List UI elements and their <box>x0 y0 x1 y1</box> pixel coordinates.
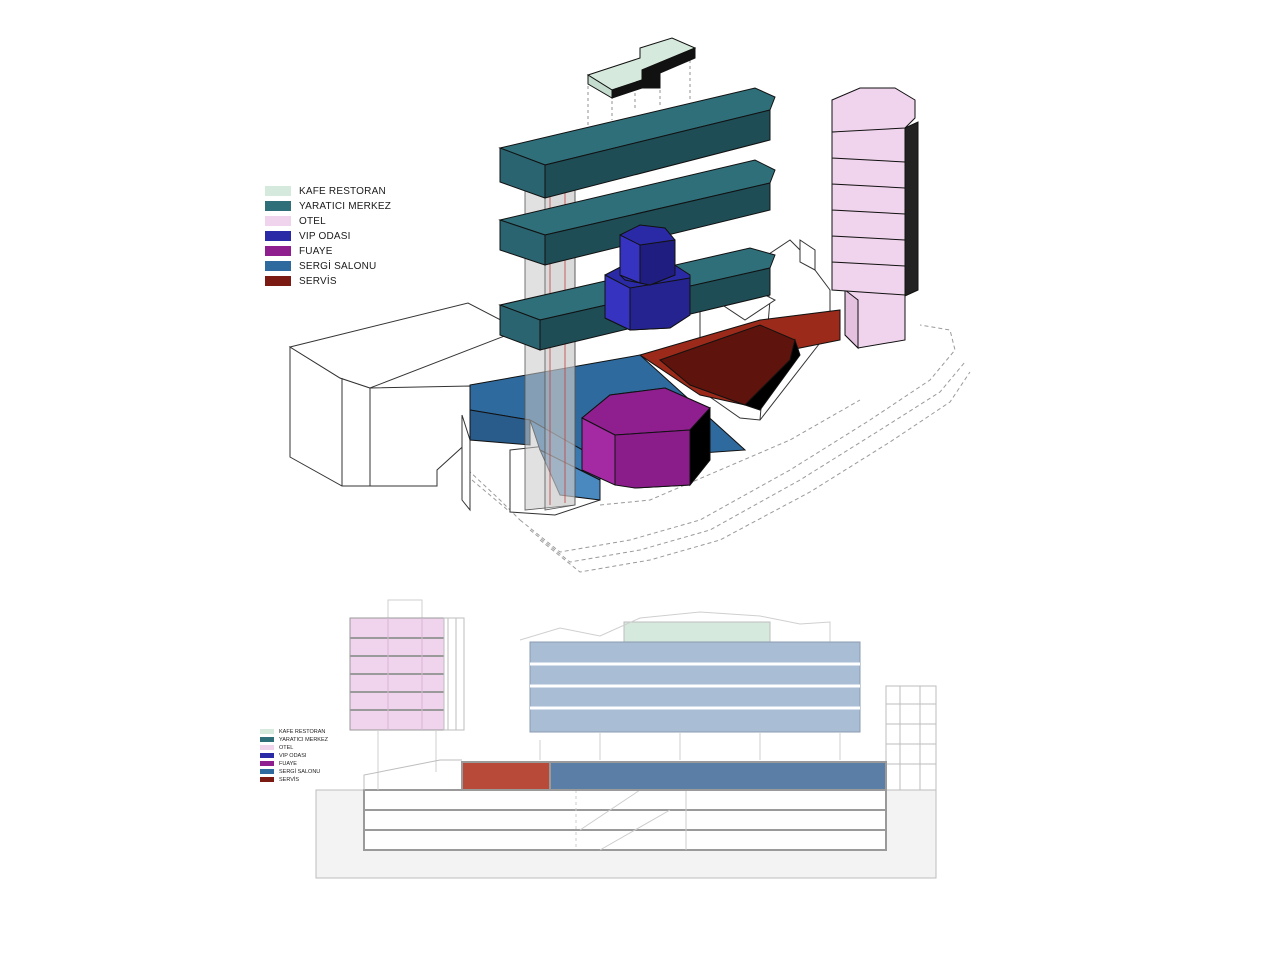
swatch-kafe-restoran <box>265 186 291 196</box>
swatch-bottom-sergi-salonu <box>260 769 274 774</box>
section-hotel <box>349 599 465 790</box>
legend-bottom-item-kafe-restoran: KAFE RESTORAN <box>260 728 325 735</box>
swatch-bottom-vip-odasi <box>260 753 274 758</box>
swatch-vip-odasi <box>265 231 291 241</box>
legend-bottom-label-fuaye: FUAYE <box>279 760 297 767</box>
legend-bottom-item-fuaye: FUAYE <box>260 760 297 767</box>
legend-bottom-label-servis: SERVİS <box>279 776 300 783</box>
section-right-building <box>885 685 937 791</box>
legend-bottom: KAFE RESTORAN YARATICI MERKEZ OTEL VIP O… <box>260 728 370 788</box>
section-ground <box>315 789 937 879</box>
legend-label-kafe-restoran: KAFE RESTORAN <box>299 185 386 197</box>
legend-item-vip-odasi: VIP ODASI <box>265 230 351 242</box>
legend-bottom-item-vip-odasi: VIP ODASI <box>260 752 306 759</box>
swatch-bottom-yaratici-merkez <box>260 737 274 742</box>
swatch-bottom-servis <box>260 777 274 782</box>
legend-bottom-item-sergi-salonu: SERGİ SALONU <box>260 768 320 775</box>
legend-item-sergi-salonu: SERGİ SALONU <box>265 260 376 272</box>
vip-room <box>604 224 691 331</box>
legend-label-vip-odasi: VIP ODASI <box>299 230 351 242</box>
section-creative-center <box>519 611 861 760</box>
legend-top: KAFE RESTORAN YARATICI MERKEZ OTEL VIP O… <box>265 185 425 295</box>
swatch-bottom-otel <box>260 745 274 750</box>
swatch-bottom-fuaye <box>260 761 274 766</box>
legend-item-yaratici-merkez: YARATICI MERKEZ <box>265 200 391 212</box>
legend-item-kafe-restoran: KAFE RESTORAN <box>265 185 386 197</box>
foyer <box>581 387 711 489</box>
legend-label-servis: SERVİS <box>299 275 337 287</box>
legend-label-sergi-salonu: SERGİ SALONU <box>299 260 377 272</box>
legend-label-fuaye: FUAYE <box>299 245 333 257</box>
legend-item-fuaye: FUAYE <box>265 245 333 257</box>
cafe-restaurant <box>586 37 697 99</box>
swatch-bottom-kafe-restoran <box>260 729 274 734</box>
legend-bottom-label-vip-odasi: VIP ODASI <box>279 752 307 759</box>
legend-label-otel: OTEL <box>299 215 326 227</box>
swatch-yaratici-merkez <box>265 201 291 211</box>
service-volume <box>638 309 841 411</box>
swatch-fuaye <box>265 246 291 256</box>
legend-bottom-label-kafe-restoran: KAFE RESTORAN <box>279 728 326 735</box>
legend-bottom-item-servis: SERVİS <box>260 776 299 783</box>
legend-bottom-label-sergi-salonu: SERGİ SALONU <box>279 768 321 775</box>
cafe-projection-lines <box>587 60 691 125</box>
site-contours <box>467 324 971 573</box>
legend-bottom-item-yaratici-merkez: YARATICI MERKEZ <box>260 736 328 743</box>
legend-bottom-label-otel: OTEL <box>279 744 294 751</box>
hotel-tower <box>831 87 919 350</box>
legend-item-otel: OTEL <box>265 215 326 227</box>
swatch-sergi-salonu <box>265 261 291 271</box>
legend-item-servis: SERVİS <box>265 275 337 287</box>
section-ground-floor-program <box>461 761 887 791</box>
swatch-servis <box>265 276 291 286</box>
swatch-otel <box>265 216 291 226</box>
legend-bottom-item-otel: OTEL <box>260 744 293 751</box>
legend-bottom-label-yaratici-merkez: YARATICI MERKEZ <box>279 736 328 743</box>
legend-label-yaratici-merkez: YARATICI MERKEZ <box>299 200 392 212</box>
